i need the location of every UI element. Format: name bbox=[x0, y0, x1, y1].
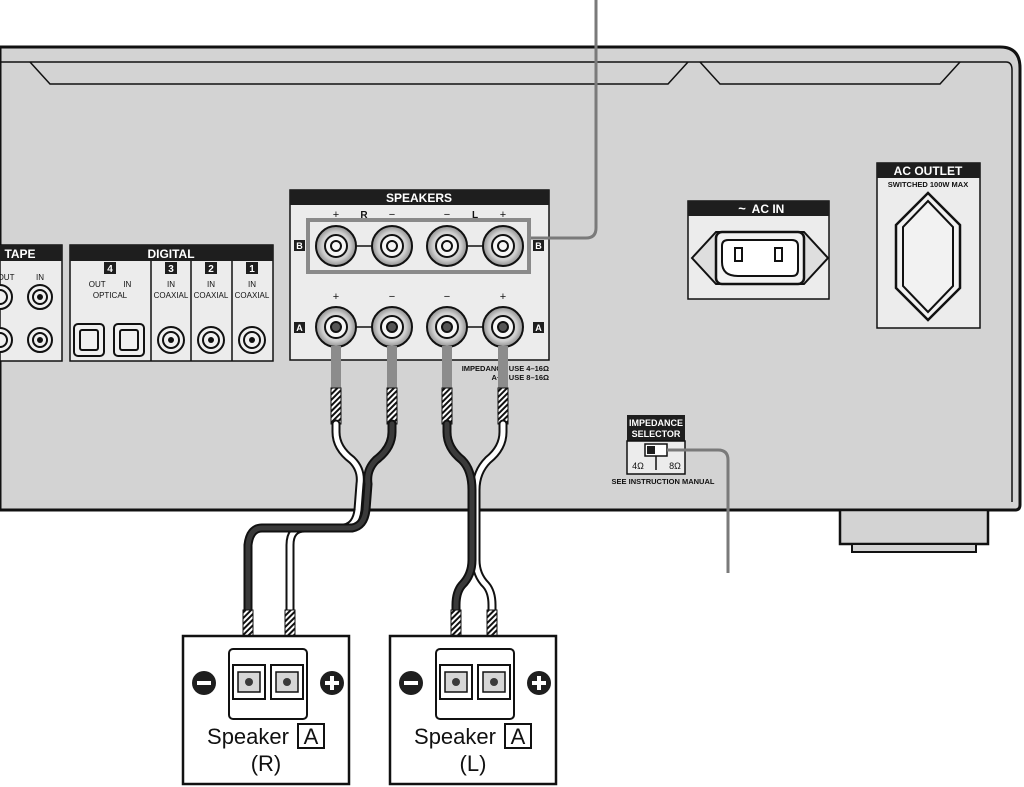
speaker-l-channel: (L) bbox=[460, 751, 487, 776]
leader-line-speakers-b bbox=[531, 0, 598, 240]
speaker-r-minus-icon bbox=[192, 671, 216, 695]
digital-input-3-line1: IN bbox=[167, 280, 175, 289]
a-r-plus-label: + bbox=[333, 291, 339, 303]
a-l-minus-label: − bbox=[444, 291, 450, 303]
ac-outlet-subtitle: SWITCHED 100W MAX bbox=[888, 180, 968, 189]
ac-in-section: ~ AC IN bbox=[687, 200, 830, 300]
tape-section: TAPE OUT IN bbox=[0, 244, 63, 362]
optical-in-jack bbox=[113, 323, 145, 357]
speakers-section: SPEAKERS + R − − L + B B bbox=[289, 189, 550, 361]
b-r-minus-label: − bbox=[389, 209, 395, 221]
ac-outlet-title: AC OUTLET bbox=[894, 164, 963, 178]
digital-input-2-number: 2 bbox=[208, 264, 214, 275]
a-r-minus-label: − bbox=[389, 291, 395, 303]
channel-r-label: R bbox=[360, 210, 368, 221]
speaker-r-badge: A bbox=[304, 724, 319, 749]
b-l-minus-label: − bbox=[444, 209, 450, 221]
digital-input-1-number: 1 bbox=[249, 264, 255, 275]
receiver-foot bbox=[838, 508, 990, 546]
digital-input-3-line2: COAXIAL bbox=[154, 291, 189, 300]
impedance-selector: IMPEDANCE SELECTOR 4Ω 8Ω SEE INSTRUCTION… bbox=[612, 415, 715, 486]
speaker-r-plus-icon bbox=[320, 671, 344, 695]
speaker-l: Speaker A (L) bbox=[388, 634, 558, 786]
speaker-r-name: Speaker bbox=[207, 724, 289, 749]
b-terminals-highlight bbox=[306, 218, 531, 274]
digital-input-1-line1: IN bbox=[248, 280, 256, 289]
digital-title: DIGITAL bbox=[147, 247, 194, 261]
digital-input-4-line2: OPTICAL bbox=[93, 291, 128, 300]
tape-out-label: OUT bbox=[0, 273, 15, 282]
digital-input-2: 2 IN COAXIAL bbox=[194, 262, 229, 354]
digital-input-2-line2: COAXIAL bbox=[194, 291, 229, 300]
row-b-right-badge: B bbox=[535, 241, 542, 251]
digital-input-4-number: 4 bbox=[107, 264, 113, 275]
channel-l-label: L bbox=[472, 210, 478, 221]
leader-line-impedance-selector bbox=[667, 448, 730, 573]
impedance-4-label: 4Ω bbox=[632, 461, 644, 471]
row-a-left-badge: A bbox=[296, 323, 303, 333]
tape-in-label: IN bbox=[36, 273, 44, 282]
tape-jacks bbox=[0, 284, 53, 353]
digital-section: DIGITAL 4 OUT IN OPTICAL 3 IN COAXIAL bbox=[69, 244, 274, 362]
impedance-ab-label: A+B USE 8–16Ω bbox=[492, 373, 550, 382]
speaker-l-minus-icon bbox=[399, 671, 423, 695]
impedance-selector-title-2: SELECTOR bbox=[632, 429, 681, 439]
digital-input-4-line1: OUT IN bbox=[89, 280, 132, 289]
speakers-title: SPEAKERS bbox=[386, 191, 452, 205]
ac-outlet-section: AC OUTLET SWITCHED 100W MAX bbox=[876, 162, 981, 329]
digital-input-3: 3 IN COAXIAL bbox=[154, 262, 189, 354]
speaker-r: Speaker A (R) bbox=[181, 634, 351, 786]
a-l-plus-label: + bbox=[500, 291, 506, 303]
speaker-l-name: Speaker bbox=[414, 724, 496, 749]
digital-input-1-line2: COAXIAL bbox=[235, 291, 270, 300]
ac-in-title: AC IN bbox=[752, 202, 785, 216]
ac-outlet-socket bbox=[894, 191, 962, 322]
b-l-plus-label: + bbox=[500, 209, 506, 221]
speaker-l-plus-icon bbox=[527, 671, 551, 695]
impedance-selector-title-1: IMPEDANCE bbox=[629, 418, 683, 428]
impedance-selector-note: SEE INSTRUCTION MANUAL bbox=[612, 477, 715, 486]
b-r-plus-label: + bbox=[333, 209, 339, 221]
digital-input-4: 4 OUT IN OPTICAL bbox=[73, 262, 145, 357]
b-row-terminals bbox=[315, 225, 524, 267]
digital-input-2-line1: IN bbox=[207, 280, 215, 289]
tape-title: TAPE bbox=[4, 247, 35, 261]
digital-input-1: 1 IN COAXIAL bbox=[235, 262, 270, 354]
impedance-8-label: 8Ω bbox=[669, 461, 681, 471]
speaker-l-badge: A bbox=[511, 724, 526, 749]
a-row-terminals bbox=[315, 306, 524, 348]
row-a-right-badge: A bbox=[535, 323, 542, 333]
digital-input-3-number: 3 bbox=[168, 264, 174, 275]
optical-out-jack bbox=[73, 323, 105, 357]
row-b-left-badge: B bbox=[296, 241, 303, 251]
speaker-r-channel: (R) bbox=[251, 751, 282, 776]
ac-in-symbol: ~ bbox=[738, 201, 746, 216]
